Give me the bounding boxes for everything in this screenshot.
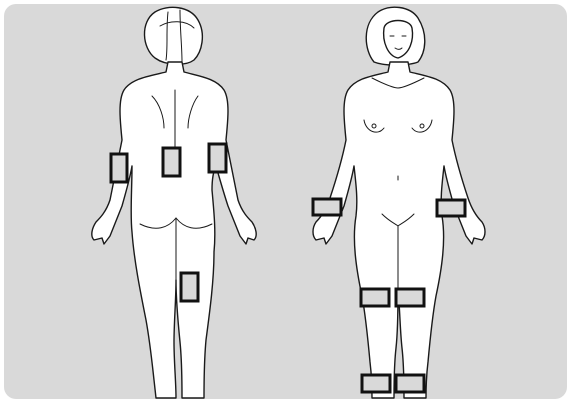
diagram-panel [4,4,567,399]
marker-front-right-wrist [313,199,341,215]
marker-front-left-wrist [437,200,465,216]
marker-back-right-upper-arm [209,144,226,172]
marker-front-right-knee [361,289,389,306]
marker-front-left-knee [396,289,424,306]
marker-back-right-calf [181,273,198,301]
marker-back-left-upper-arm [111,154,127,182]
marker-back-lower-back [163,148,180,176]
marker-layer [4,4,567,399]
marker-front-right-ankle [362,375,390,392]
marker-front-left-ankle [396,375,424,392]
